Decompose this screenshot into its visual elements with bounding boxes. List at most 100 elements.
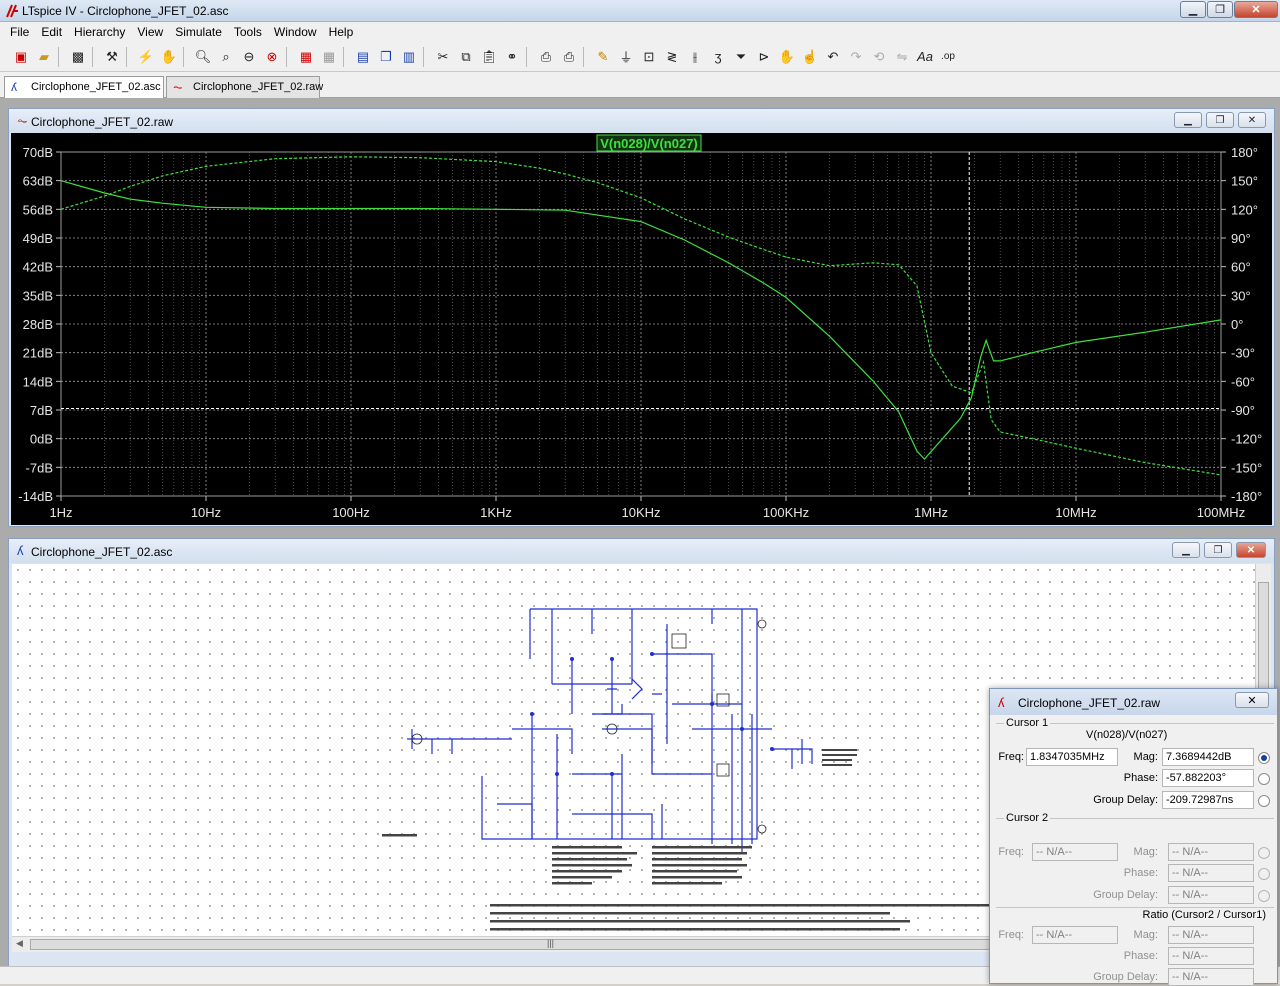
grid-button[interactable]: ▦ <box>318 46 340 68</box>
tab-waveform[interactable]: ⏦ Circlophone_JFET_02.raw <box>166 76 323 98</box>
phase-trace <box>60 156 1222 476</box>
cascade-icon: ❐ <box>380 48 392 64</box>
spice-directive-button[interactable]: .op <box>937 46 959 68</box>
halt-button[interactable]: ✋ <box>158 46 180 68</box>
menu-window[interactable]: Window <box>273 25 317 39</box>
scrollbar-thumb[interactable] <box>30 939 1080 950</box>
ratio-freq-field[interactable]: -- N/A-- <box>1032 926 1118 944</box>
undo-button[interactable]: ↶ <box>822 46 844 68</box>
draw-wire-button[interactable]: ✎ <box>592 46 614 68</box>
minimize-button[interactable]: ▁ <box>1180 1 1206 18</box>
schematic-horizontal-scrollbar[interactable]: ◀ ||| <box>12 936 1257 952</box>
cursor-dialog-close-button[interactable]: ✕ <box>1235 692 1269 708</box>
minimize-icon: ▁ <box>1184 114 1192 126</box>
schematic-close-button[interactable]: ✕ <box>1236 542 1266 558</box>
zoom-fit-button[interactable]: ⊗ <box>261 46 283 68</box>
schematic-icon: ʎ <box>11 80 17 94</box>
menu-hierarchy[interactable]: Hierarchy <box>74 25 126 39</box>
cascade-button[interactable]: ❐ <box>375 46 397 68</box>
schematic-canvas[interactable] <box>12 564 1257 936</box>
cursor1-mag-radio[interactable] <box>1258 752 1270 764</box>
text-button[interactable]: Aa <box>914 46 936 68</box>
pan-button[interactable]: ⌕ <box>215 46 237 68</box>
print-button[interactable]: ⎙ <box>558 46 580 68</box>
zoom-in-button[interactable]: 🔍︎ <box>192 46 214 68</box>
waveform-restore-button[interactable]: ❐ <box>1206 112 1234 128</box>
tile-vertical-button[interactable]: ▥ <box>398 46 420 68</box>
copy-button[interactable]: ⧉ <box>455 46 477 68</box>
waveform-close-button[interactable]: ✕ <box>1238 112 1266 128</box>
menu-edit[interactable]: Edit <box>41 25 63 39</box>
inductor-button[interactable]: ʒ <box>707 46 729 68</box>
mirror-icon: ⇋ <box>896 48 908 64</box>
x-tick-label: 100KHz <box>763 505 809 520</box>
scrollbar-thumb[interactable] <box>1258 582 1269 692</box>
cursor1-phase-field[interactable]: -57.882203° <box>1162 769 1254 787</box>
menu-tools[interactable]: Tools <box>233 25 262 39</box>
cursor2-freq-field[interactable]: -- N/A-- <box>1032 843 1118 861</box>
diode-button[interactable]: ⏷ <box>730 46 752 68</box>
cursor1-phase-radio[interactable] <box>1258 773 1270 785</box>
cursor1-group-delay-radio[interactable] <box>1258 795 1270 807</box>
waveform-minimize-button[interactable]: ▁ <box>1174 112 1202 128</box>
ratio-mag-field[interactable]: -- N/A-- <box>1168 926 1254 944</box>
new-schematic-button[interactable]: ▣ <box>10 46 32 68</box>
cursor2-group-delay-field[interactable]: -- N/A-- <box>1168 886 1254 904</box>
cursor1-freq-field[interactable]: 1.8347035MHz <box>1026 748 1118 766</box>
open-button[interactable]: ▰ <box>33 46 55 68</box>
y-left-tick-label: 14dB <box>23 374 53 389</box>
menu-file[interactable]: File <box>10 25 30 39</box>
run-icon: ⚡ <box>137 48 155 64</box>
label-net-button[interactable]: ⊡ <box>638 46 660 68</box>
move-button[interactable]: ✋ <box>776 46 798 68</box>
cursor2-group-delay-radio[interactable] <box>1258 890 1270 902</box>
cursor2-freq-label: Freq: <box>998 846 1024 858</box>
component-button[interactable]: ⊳ <box>753 46 775 68</box>
maximize-button[interactable]: ❐ <box>1207 1 1233 18</box>
ratio-phase-field[interactable]: -- N/A-- <box>1168 947 1254 965</box>
zoom-out-icon: ⊖ <box>243 48 255 64</box>
resistor-button[interactable]: ≷ <box>661 46 683 68</box>
schematic-minimize-button[interactable]: ▁ <box>1172 542 1200 558</box>
cursor2-phase-radio[interactable] <box>1258 868 1270 880</box>
capacitor-button[interactable]: ⫲ <box>684 46 706 68</box>
autorange-button[interactable]: ▦ <box>295 46 317 68</box>
ground-button[interactable]: ⏚ <box>615 46 637 68</box>
menu-simulate[interactable]: Simulate <box>175 25 222 39</box>
save-button[interactable]: ▩ <box>67 46 89 68</box>
schematic-window-title: Circlophone_JFET_02.asc <box>31 545 173 559</box>
y-left-tick-label: -14dB <box>18 489 53 504</box>
cursor2-mag-radio[interactable] <box>1258 847 1270 859</box>
paste-button[interactable]: 📋︎ <box>478 46 500 68</box>
tab-schematic[interactable]: ʎ Circlophone_JFET_02.asc <box>4 76 164 99</box>
cursor2-phase-field[interactable]: -- N/A-- <box>1168 864 1254 882</box>
schematic-restore-button[interactable]: ❐ <box>1204 542 1232 558</box>
control-panel-button[interactable]: ⚒ <box>101 46 123 68</box>
ratio-group-delay-field[interactable]: -- N/A-- <box>1168 968 1254 986</box>
print-setup-icon: ⎙ <box>540 48 552 64</box>
find-button[interactable]: ⚭ <box>501 46 523 68</box>
menu-help[interactable]: Help <box>328 25 354 39</box>
binoculars-icon: ⚭ <box>506 48 518 64</box>
y-left-tick-label: 21dB <box>23 346 53 361</box>
tile-horizontal-button[interactable]: ▤ <box>352 46 374 68</box>
cursor2-mag-field[interactable]: -- N/A-- <box>1168 843 1254 861</box>
run-button[interactable]: ⚡ <box>135 46 157 68</box>
print-setup-button[interactable]: ⎙ <box>535 46 557 68</box>
mirror-button[interactable]: ⇋ <box>891 46 913 68</box>
redo-button[interactable]: ↷ <box>845 46 867 68</box>
rotate-button[interactable]: ⟲ <box>868 46 890 68</box>
cursor1-mag-field[interactable]: 7.3689442dB <box>1162 748 1254 766</box>
cursor1-group-delay-field[interactable]: -209.72987ns <box>1162 791 1254 809</box>
close-button[interactable]: ✕ <box>1234 1 1278 18</box>
cut-button[interactable]: ✂ <box>432 46 454 68</box>
menu-view[interactable]: View <box>137 25 164 39</box>
y-right-tick-label: 150° <box>1231 174 1258 189</box>
y-left-tick-label: 63dB <box>23 174 53 189</box>
scroll-left-arrow-icon[interactable]: ◀ <box>16 938 23 948</box>
drag-button[interactable]: ☝ <box>799 46 821 68</box>
zoom-out-button[interactable]: ⊖ <box>238 46 260 68</box>
